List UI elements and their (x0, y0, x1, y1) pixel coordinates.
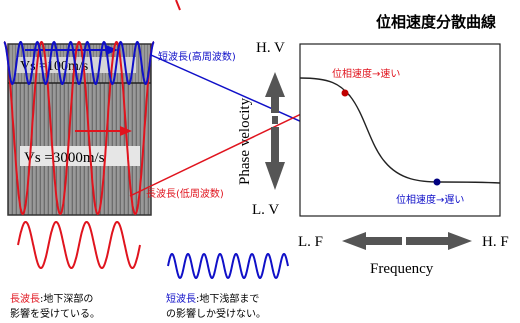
short-wave-callout: 短波長(高周波数) (158, 50, 236, 63)
y-top-label: H. V (256, 40, 285, 56)
upper-velocity-label: Vs =100m/s (20, 59, 88, 74)
plot-frame (299, 43, 501, 217)
long-wave-caption-rest: :地下深部の (40, 292, 93, 305)
short-wave-in-column (3, 40, 155, 86)
lower-velocity-label: Vs =3000m/s (24, 150, 105, 166)
vertical-double-arrow (265, 72, 285, 190)
long-wave-sample (17, 221, 141, 269)
red-mark-fragment (175, 0, 181, 11)
short-wave-sample (167, 252, 289, 280)
long-wave-caption-line2: 影響を受けている。 (10, 307, 100, 320)
short-wave-caption-rest: :地下浅部まで (196, 292, 259, 305)
fast-point (341, 89, 349, 97)
left-arrow (342, 232, 402, 250)
soil-column: Vs =100m/s Vs =3000m/s (3, 40, 155, 216)
long-wave-callout: 長波長(低周波数) (146, 187, 224, 200)
short-wave-caption-line1: 短波長:地下浅部まで (166, 292, 259, 305)
x-axis-label: Frequency (370, 261, 434, 277)
down-arrow (265, 127, 285, 190)
dispersion-plot: 位相速度→速い 位相速度→遅い (299, 43, 501, 217)
short-wave-caption-line2: の影響しか受けない。 (166, 307, 266, 320)
slow-point (433, 178, 441, 186)
slow-point-label: 位相速度→遅い (396, 193, 464, 206)
short-wave-caption-prefix: 短波長 (166, 292, 196, 305)
up-arrow (265, 72, 285, 113)
figure-title: 位相速度分散曲線 (376, 13, 496, 31)
long-wave-in-column (3, 40, 155, 216)
y-bottom-label: L. V (252, 202, 279, 218)
long-wave-caption-line1: 長波長:地下深部の (10, 292, 93, 305)
horizontal-double-arrow (342, 232, 472, 250)
arrow-middle (272, 116, 278, 124)
fast-point-label: 位相速度→速い (332, 67, 400, 80)
right-arrow (406, 232, 472, 250)
x-right-label: H. F (482, 234, 509, 250)
lower-velocity-box (20, 146, 140, 166)
y-axis-label: Phase velocity (237, 97, 253, 185)
x-left-label: L. F (298, 234, 323, 250)
blue-arrow-head (106, 45, 118, 55)
long-wave-caption-prefix: 長波長 (10, 292, 40, 305)
dispersion-curve (299, 77, 501, 184)
